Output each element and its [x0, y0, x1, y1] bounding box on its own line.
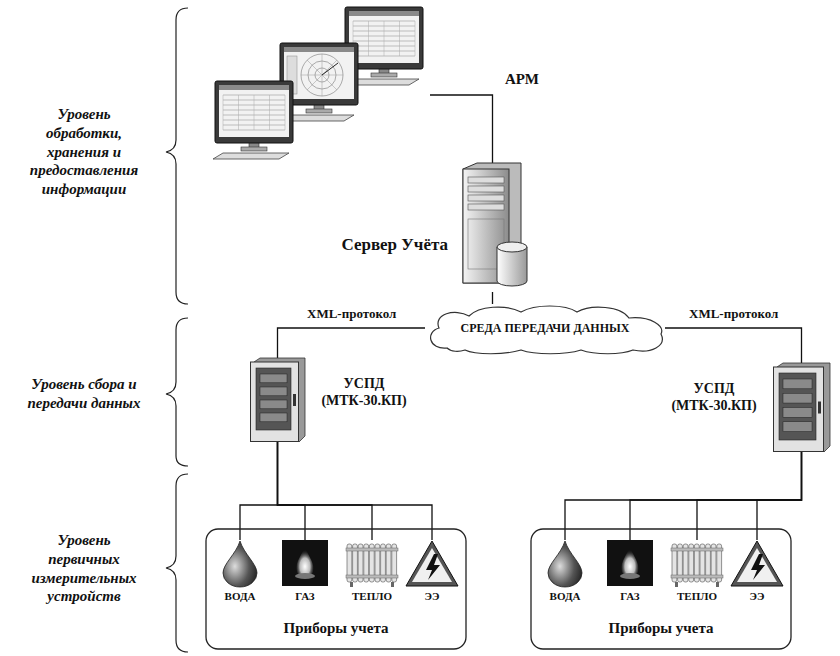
- node-label: АРМ: [505, 71, 539, 88]
- workstation-group-drawing: [205, 5, 430, 160]
- node-label: УСПД (МТК-30.КП): [664, 381, 764, 415]
- network-cloud: СРЕДА ПЕРЕДАЧИ ДАННЫХ: [425, 304, 665, 354]
- level-label: Уровень обработки, хранения и предоставл…: [22, 105, 146, 199]
- meter-group: Приборы учета ВОДА ГАЗ ТЕПЛО ЭЭ: [530, 528, 792, 650]
- meter-group: Приборы учета ВОДА ГАЗ ТЕПЛО ЭЭ: [205, 528, 467, 650]
- water-meter: ВОДА: [212, 540, 268, 610]
- node-label: ЭЭ: [404, 590, 460, 602]
- edge-label: XML-протокол: [305, 306, 398, 322]
- node-label: ВОДА: [212, 590, 268, 602]
- uspd-cabinet: УСПД (МТК-30.КП): [250, 358, 305, 442]
- node-label: Сервер Учёта: [341, 235, 448, 255]
- workstation-group: АРМ: [205, 5, 430, 160]
- connector-line: [565, 452, 802, 540]
- node-label: Приборы учета: [205, 620, 467, 637]
- node-label: ТЕПЛО: [669, 590, 725, 602]
- connector-line: [757, 452, 802, 540]
- server-node: Сервер Учёта: [455, 163, 530, 292]
- heat-meter: ТЕПЛО: [344, 540, 400, 610]
- uspd-cabinet-drawing: [773, 363, 830, 452]
- node-label: УСПД (МТК-30.КП): [314, 376, 414, 410]
- connector-line: [278, 442, 306, 540]
- uspd-cabinet: УСПД (МТК-30.КП): [773, 363, 830, 452]
- level-label: Уровень сбора и передачи данных: [22, 375, 146, 413]
- water-meter: ВОДА: [537, 540, 593, 610]
- uspd-cabinet-drawing: [250, 358, 305, 442]
- node-label: ТЕПЛО: [344, 590, 400, 602]
- connector-line: [240, 442, 278, 540]
- node-label: Приборы учета: [530, 620, 792, 637]
- power-meter: ЭЭ: [404, 540, 460, 610]
- node-label: ВОДА: [537, 590, 593, 602]
- connector-line: [278, 442, 433, 540]
- connector-line: [697, 452, 802, 540]
- power-meter: ЭЭ: [729, 540, 785, 610]
- server-node-drawing: [455, 163, 530, 292]
- level-label: Уровень первичных измерительных устройст…: [22, 531, 146, 606]
- node-label: ГАЗ: [277, 590, 333, 602]
- connector-line: [278, 442, 373, 540]
- connector-line: [492, 292, 493, 304]
- gas-meter: ГАЗ: [602, 540, 658, 610]
- connector-line: [430, 95, 493, 163]
- node-label: СРЕДА ПЕРЕДАЧИ ДАННЫХ: [425, 321, 665, 336]
- connector-line: [630, 452, 802, 540]
- connector-line: [278, 328, 426, 358]
- edge-label: XML-протокол: [687, 306, 780, 322]
- heat-meter: ТЕПЛО: [669, 540, 725, 610]
- gas-meter: ГАЗ: [277, 540, 333, 610]
- connector-line: [665, 328, 802, 363]
- node-label: ГАЗ: [602, 590, 658, 602]
- node-label: ЭЭ: [729, 590, 785, 602]
